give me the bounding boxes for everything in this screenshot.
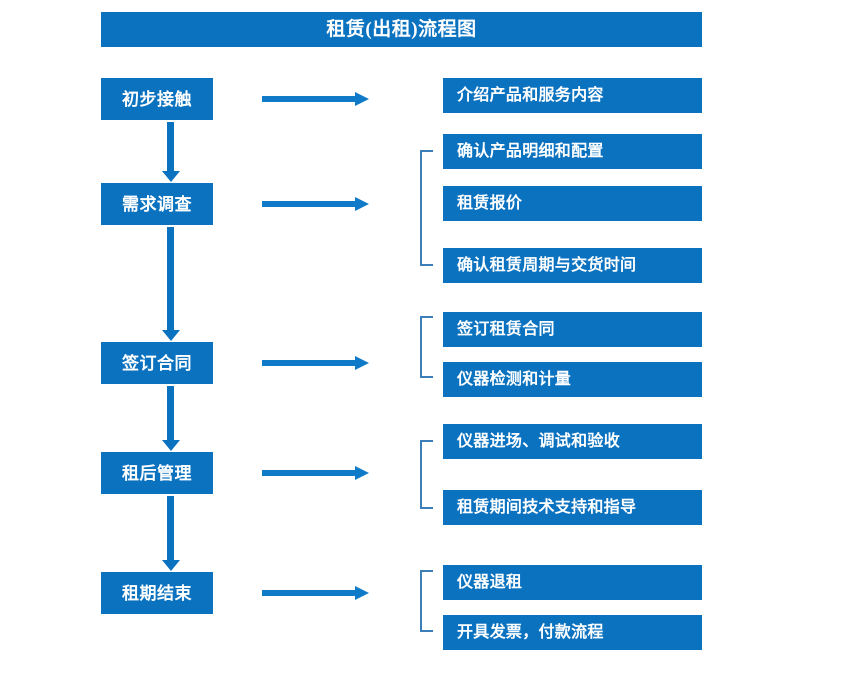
detail-box-7[interactable]: 仪器进场、调试和验收 (443, 424, 702, 459)
stage-label-4: 租后管理 (122, 463, 192, 483)
stage-box-5[interactable]: 租期结束 (101, 572, 213, 614)
detail-label-1: 介绍产品和服务内容 (457, 86, 604, 104)
detail-label-9: 仪器退租 (457, 573, 523, 591)
stage-label-2: 需求调查 (122, 194, 192, 214)
detail-box-4[interactable]: 确认租赁周期与交货时间 (443, 248, 702, 283)
link-arrow-2 (262, 196, 369, 212)
diagram-title-bar: 租赁(出租)流程图 (101, 12, 702, 47)
detail-label-10: 开具发票，付款流程 (457, 623, 604, 641)
arrow-shaft (262, 201, 356, 207)
arrow-head-icon (355, 586, 369, 600)
link-arrow-3 (262, 355, 369, 371)
detail-box-6[interactable]: 仪器检测和计量 (443, 362, 702, 397)
detail-box-2[interactable]: 确认产品明细和配置 (443, 134, 702, 169)
stage-box-3[interactable]: 签订合同 (101, 342, 213, 384)
detail-label-3: 租赁报价 (457, 194, 523, 212)
arrow-head-icon (355, 466, 369, 480)
detail-label-7: 仪器进场、调试和验收 (457, 432, 621, 450)
stage-box-2[interactable]: 需求调查 (101, 183, 213, 225)
bracket-connector-4 (420, 440, 433, 509)
detail-label-4: 确认租赁周期与交货时间 (457, 256, 637, 274)
link-arrow-4 (262, 465, 369, 481)
stage-label-1: 初步接触 (122, 89, 192, 109)
stage-label-3: 签订合同 (122, 353, 192, 373)
link-arrow-1 (262, 91, 369, 107)
arrow-shaft (167, 122, 174, 171)
arrow-shaft (262, 360, 356, 366)
flow-arrow-down-4 (160, 496, 182, 571)
diagram-title: 租赁(出租)流程图 (326, 19, 477, 40)
detail-box-8[interactable]: 租赁期间技术支持和指导 (443, 490, 702, 525)
arrow-head-icon (355, 356, 369, 370)
link-arrow-5 (262, 585, 369, 601)
arrow-head-icon (162, 330, 180, 341)
stage-box-4[interactable]: 租后管理 (101, 452, 213, 494)
arrow-shaft (167, 496, 174, 560)
flow-arrow-down-3 (160, 386, 182, 451)
detail-box-9[interactable]: 仪器退租 (443, 565, 702, 600)
arrow-shaft (262, 96, 356, 102)
stage-label-5: 租期结束 (122, 583, 192, 603)
detail-label-2: 确认产品明细和配置 (457, 142, 604, 160)
stage-box-1[interactable]: 初步接触 (101, 78, 213, 120)
bracket-connector-2 (420, 150, 433, 266)
arrow-head-icon (355, 197, 369, 211)
detail-label-5: 签订租赁合同 (457, 320, 555, 338)
arrow-shaft (167, 386, 174, 440)
arrow-shaft (262, 470, 356, 476)
bracket-connector-5 (420, 570, 433, 632)
arrow-head-icon (355, 92, 369, 106)
detail-box-3[interactable]: 租赁报价 (443, 186, 702, 221)
flow-arrow-down-2 (160, 227, 182, 341)
bracket-connector-3 (420, 316, 433, 378)
arrow-shaft (262, 590, 356, 596)
detail-label-8: 租赁期间技术支持和指导 (457, 498, 637, 516)
arrow-head-icon (162, 171, 180, 182)
flow-arrow-down-1 (160, 122, 182, 182)
arrow-shaft (167, 227, 174, 330)
detail-label-6: 仪器检测和计量 (457, 370, 572, 388)
arrow-head-icon (162, 560, 180, 571)
detail-box-1[interactable]: 介绍产品和服务内容 (443, 78, 702, 113)
detail-box-10[interactable]: 开具发票，付款流程 (443, 615, 702, 650)
detail-box-5[interactable]: 签订租赁合同 (443, 312, 702, 347)
arrow-head-icon (162, 440, 180, 451)
